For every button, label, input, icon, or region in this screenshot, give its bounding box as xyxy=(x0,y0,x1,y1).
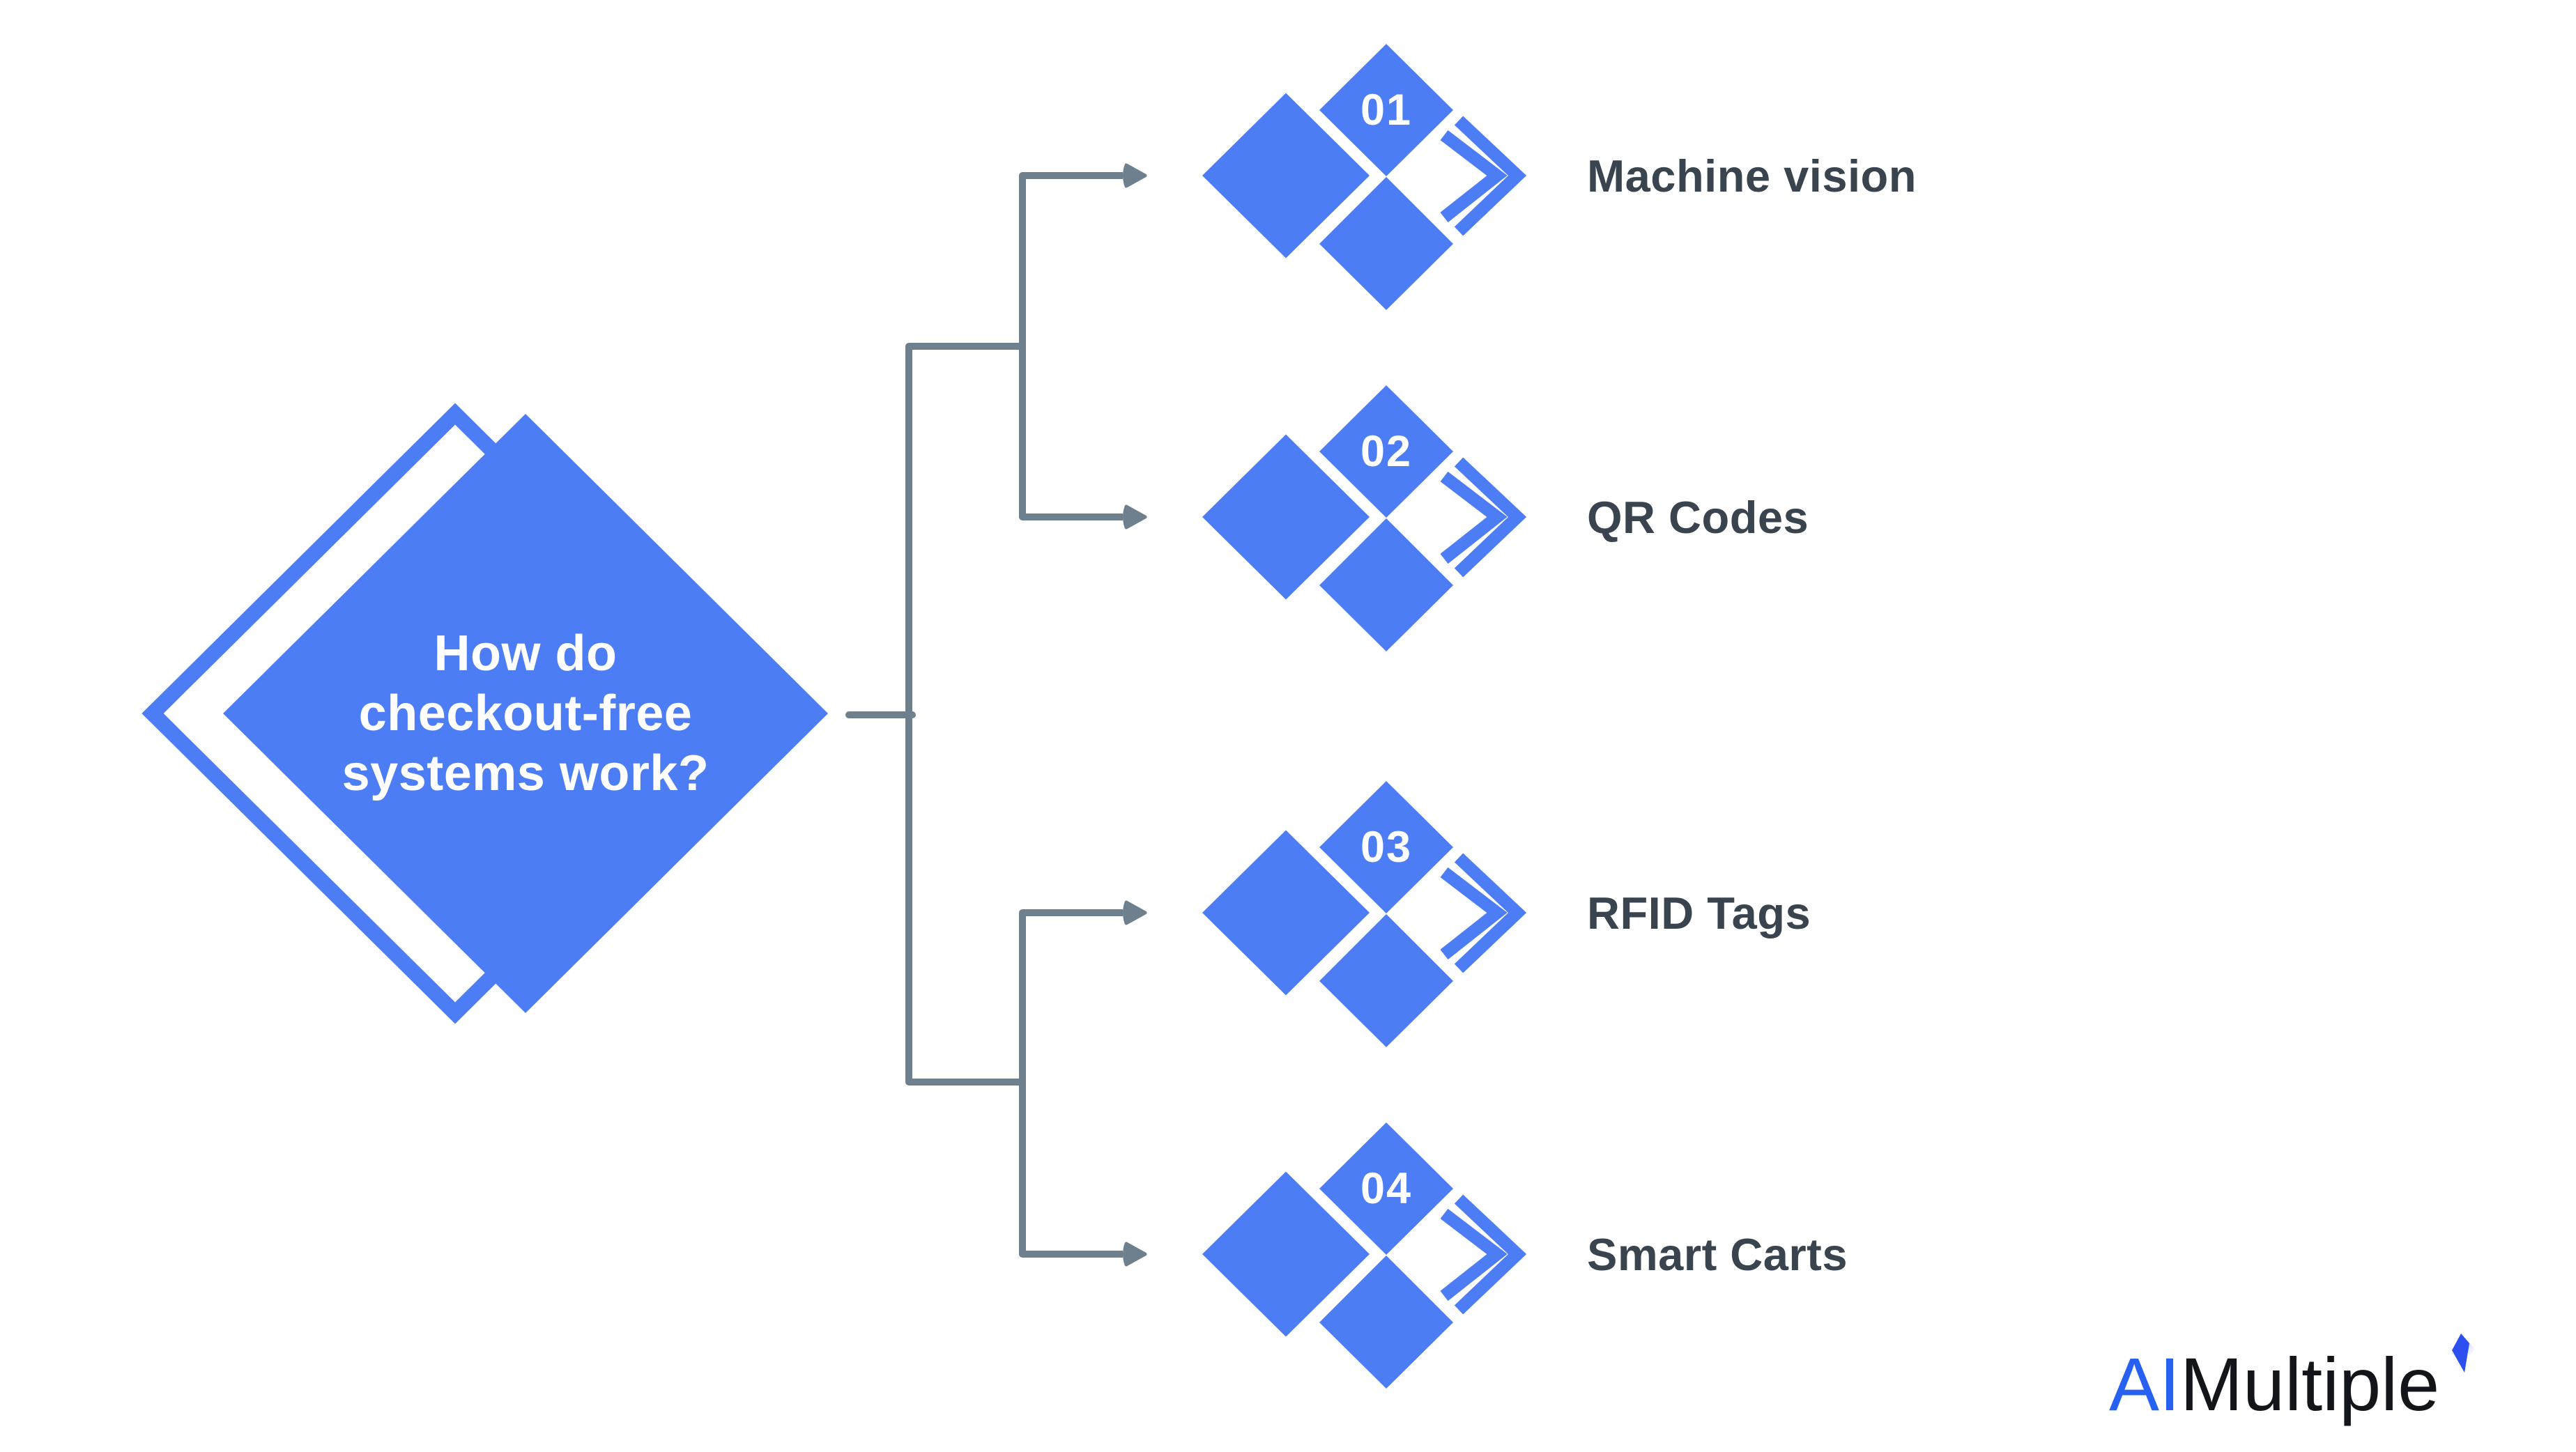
step-number: 02 xyxy=(1360,427,1412,476)
branch-line-2 xyxy=(1019,346,1123,520)
question-text: How do checkout-free systems work? xyxy=(342,626,710,801)
node-qr-codes: 02 xyxy=(1202,385,1527,651)
diamond-cluster: 01 xyxy=(1202,44,1527,310)
diamond-cluster: 02 xyxy=(1202,385,1527,651)
number-diamond xyxy=(1319,44,1453,176)
bottom-diamond xyxy=(1319,518,1453,651)
logo-bolt-icon xyxy=(2452,1334,2476,1373)
left-diamond xyxy=(1202,93,1370,258)
chevron-outer-icon xyxy=(1454,853,1527,973)
chevron-outer-icon xyxy=(1454,457,1527,578)
node-label-machine-vision: Machine vision xyxy=(1587,150,1917,201)
branch-line-4 xyxy=(1019,1082,1123,1258)
chevron-inner-icon xyxy=(1440,471,1508,564)
question-diamond-cluster xyxy=(141,403,828,1024)
branch-line-3 xyxy=(909,909,1123,1086)
left-diamond xyxy=(1202,1171,1370,1337)
node-label-qr-codes: QR Codes xyxy=(1587,491,1809,543)
step-number: 01 xyxy=(1360,86,1412,134)
chevron-outer-icon xyxy=(1454,116,1527,236)
step-number: 03 xyxy=(1360,823,1412,872)
chevron-inner-icon xyxy=(1440,1208,1508,1302)
node-label-smart-carts: Smart Carts xyxy=(1587,1228,1848,1280)
logo-bolt-shape xyxy=(2452,1334,2470,1373)
bottom-diamond xyxy=(1319,1256,1453,1389)
step-number: 04 xyxy=(1360,1164,1412,1213)
node-rfid-tags: 03 xyxy=(1202,781,1527,1047)
left-diamond xyxy=(1202,830,1370,996)
arrowhead-icon xyxy=(1123,1242,1147,1267)
logo-multiple-text: Multiple xyxy=(2180,1342,2440,1426)
left-diamond xyxy=(1202,434,1370,600)
number-diamond xyxy=(1319,385,1453,518)
diamond-cluster: 03 xyxy=(1202,781,1527,1047)
chevron-inner-icon xyxy=(1440,867,1508,960)
arrowhead-icon xyxy=(1123,900,1147,925)
bottom-diamond xyxy=(1319,177,1453,310)
bottom-diamond xyxy=(1319,914,1453,1047)
logo-ai-text: AI xyxy=(2109,1342,2181,1426)
question-diamond xyxy=(223,414,828,1013)
branch-line-1 xyxy=(909,172,1123,350)
diamond-cluster: 04 xyxy=(1202,1122,1527,1389)
chevron-outer-icon xyxy=(1454,1194,1527,1315)
arrowhead-icon xyxy=(1123,504,1147,530)
number-diamond xyxy=(1319,1122,1453,1255)
node-smart-carts: 04 xyxy=(1202,1122,1527,1389)
node-label-rfid-tags: RFID Tags xyxy=(1587,887,1811,939)
node-machine-vision: 01 xyxy=(1202,44,1527,310)
number-diamond xyxy=(1319,781,1453,913)
chevron-inner-icon xyxy=(1440,130,1508,223)
arrowhead-icon xyxy=(1123,163,1147,188)
